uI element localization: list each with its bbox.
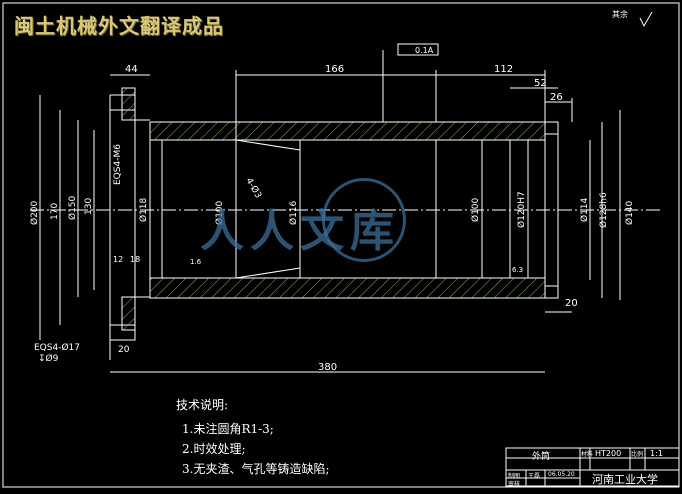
note-item-2: 2.时效处理; bbox=[182, 442, 246, 456]
drawn-label: 制图 bbox=[508, 473, 521, 480]
drawer-name: 王磊 bbox=[528, 473, 541, 480]
dim-tolerance: 0.1A bbox=[415, 46, 434, 55]
dim-d128h6: Ø128h6 bbox=[598, 192, 609, 228]
dim-d116: Ø116 bbox=[288, 200, 299, 225]
roughness-63: 6.3 bbox=[512, 266, 523, 274]
roughness-16: 1.6 bbox=[190, 258, 202, 266]
material-value: HT200 bbox=[595, 449, 622, 458]
dim-d100-a: Ø100 bbox=[214, 200, 225, 225]
roughness-symbol bbox=[639, 11, 653, 28]
dim-20-right: 20 bbox=[565, 298, 578, 309]
dim-170: 170 bbox=[50, 203, 60, 220]
hole-depth: ↧Ø9 bbox=[38, 353, 59, 364]
roughness-note: 其余 bbox=[612, 9, 628, 19]
holes-bottom: EQS4-Ø17 bbox=[34, 342, 80, 353]
dim-26: 26 bbox=[550, 92, 563, 103]
dim-d100-b: Ø100 bbox=[470, 197, 481, 222]
drawing-date: 06.05.20 bbox=[548, 471, 575, 478]
holes-top: EQS4-M6 bbox=[113, 144, 123, 185]
dim-d140: Ø140 bbox=[624, 200, 635, 225]
dim-overall: 380 bbox=[318, 362, 337, 373]
dim-20-left: 20 bbox=[118, 345, 130, 355]
dim-52: 52 bbox=[534, 78, 547, 89]
sheet-border bbox=[2, 2, 680, 488]
material-label: 材料 bbox=[581, 451, 594, 458]
scale-label: 比例 bbox=[631, 451, 644, 458]
right-dimension-lines bbox=[545, 110, 621, 313]
dim-d120h7: Ø120H7 bbox=[516, 191, 527, 228]
title-block-frame bbox=[505, 447, 680, 487]
inner-diameter-labels: Ø100 Ø116 Ø100 Ø120H7 Ø114 Ø128h6 Ø140 bbox=[214, 191, 635, 228]
note-item-1: 1.未注圆角R1-3; bbox=[182, 422, 274, 436]
left-dimension-lines bbox=[39, 95, 545, 373]
dim-12: 12 bbox=[113, 255, 123, 264]
dim-112: 112 bbox=[494, 64, 513, 75]
technical-notes: 技术说明: 1.未注圆角R1-3; 2.时效处理; 3.无夹渣、气孔等铸造缺陷; bbox=[176, 395, 330, 479]
checked-label: 审核 bbox=[508, 481, 521, 488]
dimension-labels: 44 166 112 52 26 0.1A 20 380 12 18 20 EQ… bbox=[34, 9, 628, 373]
dim-166: 166 bbox=[325, 64, 344, 75]
header-title: 闽土机械外文翻译成品 bbox=[14, 14, 224, 38]
watermark-circle bbox=[322, 178, 406, 262]
organization: 河南工业大学 bbox=[592, 473, 658, 486]
dim-d114: Ø114 bbox=[579, 197, 590, 222]
watermark-text: 人人文库 bbox=[200, 206, 400, 257]
top-dimension-lines bbox=[110, 43, 573, 140]
flange-hatch bbox=[121, 87, 136, 331]
dim-130: 130 bbox=[84, 198, 94, 215]
notes-heading: 技术说明: bbox=[176, 398, 229, 412]
dim-44: 44 bbox=[125, 64, 138, 75]
cylinder-wall bbox=[149, 121, 559, 299]
dim-d118: Ø118 bbox=[138, 197, 149, 222]
scale-value: 1:1 bbox=[650, 449, 663, 458]
part-name: 外筒 bbox=[532, 452, 551, 462]
note-item-3: 3.无夹渣、气孔等铸造缺陷; bbox=[182, 462, 330, 476]
dim-d150: Ø150 bbox=[67, 195, 78, 220]
dim-18: 18 bbox=[130, 255, 140, 264]
dim-d200: Ø200 bbox=[29, 200, 40, 225]
